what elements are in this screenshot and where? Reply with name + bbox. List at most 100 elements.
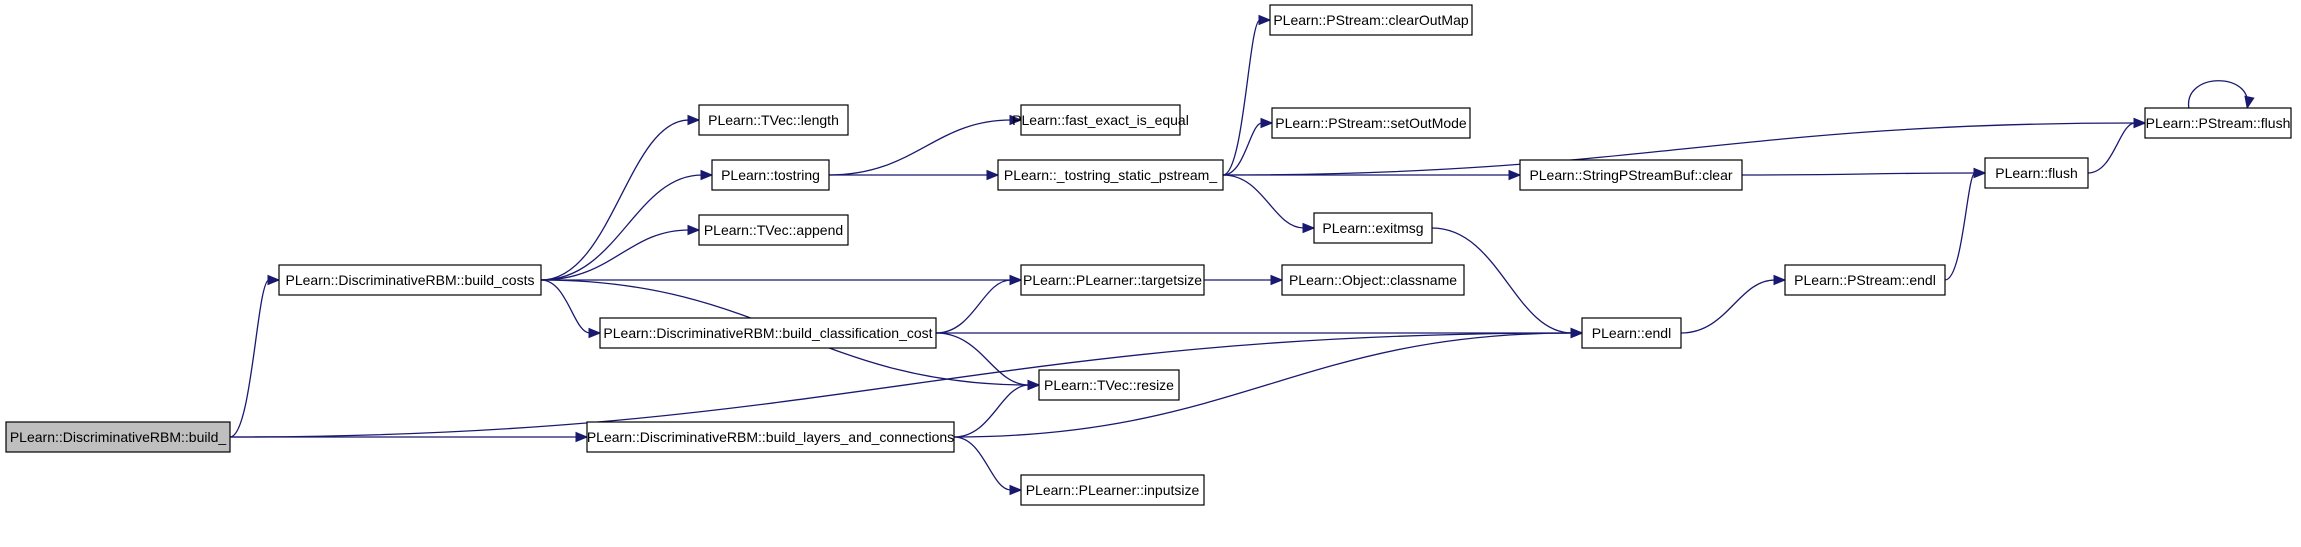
graph-node-fast-exact[interactable]: PLearn::fast_exact_is_equal	[1012, 104, 1189, 136]
node-box	[2144, 107, 2292, 139]
node-label: PLearn::PStream::endl	[1794, 272, 1936, 288]
graph-node-tostring-static[interactable]: PLearn::_tostring_static_pstream_	[997, 159, 1224, 191]
arrowhead-icon	[267, 274, 281, 286]
node-label: PLearn::flush	[1995, 165, 2078, 181]
graph-node-resize[interactable]: PLearn::TVec::resize	[1038, 369, 1180, 401]
graph-node-build-[interactable]: PLearn::DiscriminativeRBM::build_	[5, 421, 231, 453]
node-box	[1313, 212, 1433, 244]
node-box	[5, 421, 231, 453]
node-label: PLearn::tostring	[721, 167, 820, 183]
call-edge-build_costs-to-targetsize	[541, 274, 1023, 286]
arrowhead-icon	[700, 169, 714, 181]
node-label: PLearn::PStream::clearOutMap	[1273, 12, 1469, 28]
edge-line	[2188, 80, 2248, 109]
arrowhead-icon	[1009, 114, 1023, 126]
arrowhead-icon	[575, 431, 589, 443]
edge-line	[540, 174, 703, 281]
arrowhead-icon	[1508, 169, 1522, 181]
edge-line	[828, 119, 1012, 176]
graph-node-ps-endl[interactable]: PLearn::PStream::endl	[1784, 264, 1946, 296]
graph-node-tvec-length[interactable]: PLearn::TVec::length	[698, 104, 849, 136]
call-edge-build_costs-to-tostring	[540, 169, 714, 281]
node-label: PLearn::DiscriminativeRBM::build_	[10, 429, 227, 445]
node-label: PLearn::TVec::resize	[1044, 377, 1174, 393]
node-label: PLearn::_tostring_static_pstream_	[1004, 167, 1217, 183]
node-label: PLearn::exitmsg	[1322, 220, 1423, 236]
arrowhead-icon	[986, 169, 1000, 181]
graph-node-clearOutMap[interactable]: PLearn::PStream::clearOutMap	[1269, 4, 1473, 36]
graph-node-endl[interactable]: PLearn::endl	[1581, 317, 1682, 349]
node-box	[698, 104, 849, 136]
arrowhead-icon	[1773, 274, 1787, 286]
graph-node-build-class-cost[interactable]: PLearn::DiscriminativeRBM::build_classif…	[599, 317, 937, 349]
edge-line	[540, 279, 591, 334]
edge-line	[953, 436, 1012, 491]
node-label: PLearn::TVec::length	[708, 112, 839, 128]
graph-node-setOutMode[interactable]: PLearn::PStream::setOutMode	[1271, 107, 1471, 139]
edge-line	[953, 332, 1573, 438]
node-box	[1519, 159, 1743, 191]
node-label: PLearn::endl	[1592, 325, 1671, 341]
call-edges	[229, 14, 2255, 496]
edge-line	[1222, 19, 1261, 176]
call-nodes: PLearn::DiscriminativeRBM::build_PLearn:…	[5, 4, 2292, 506]
arrowhead-icon	[1260, 117, 1274, 129]
call-edge-ps_flush-to-ps_flush	[2188, 80, 2255, 110]
arrowhead-icon	[1302, 222, 1316, 234]
edge-line	[953, 384, 1030, 438]
node-label: PLearn::DiscriminativeRBM::build_costs	[286, 272, 535, 288]
node-box	[997, 159, 1224, 191]
arrowhead-icon	[1270, 274, 1284, 286]
call-edge-build_layers-to-inputsize	[953, 436, 1023, 496]
arrowhead-icon	[1027, 379, 1041, 391]
arrowhead-icon	[2133, 117, 2147, 129]
call-edge-tostring-to-tostring_static	[829, 169, 1000, 181]
graph-node-build-layers[interactable]: PLearn::DiscriminativeRBM::build_layers_…	[586, 421, 955, 453]
graph-node-tvec-append[interactable]: PLearn::TVec::append	[698, 214, 849, 246]
edge-line	[540, 229, 690, 281]
graph-node-flush[interactable]: PLearn::flush	[1984, 157, 2089, 189]
graph-node-build-costs[interactable]: PLearn::DiscriminativeRBM::build_costs	[278, 264, 542, 296]
node-label: PLearn::DiscriminativeRBM::build_layers_…	[587, 429, 954, 445]
edge-line	[1222, 122, 2136, 176]
node-box	[599, 317, 937, 349]
node-box	[1581, 317, 1682, 349]
node-label: PLearn::Object::classname	[1289, 272, 1457, 288]
arrowhead-icon	[687, 114, 701, 126]
edge-line	[935, 279, 1012, 334]
node-label: PLearn::PLearner::targetsize	[1023, 272, 1202, 288]
call-edge-flush-to-ps_flush	[2087, 117, 2147, 174]
arrowhead-icon	[1258, 14, 1272, 26]
graph-node-inputsize[interactable]: PLearn::PLearner::inputsize	[1020, 474, 1205, 506]
node-box	[711, 159, 830, 191]
call-edge-build_class_cost-to-endl	[936, 327, 1584, 339]
arrowhead-icon	[687, 224, 701, 236]
node-box	[1020, 264, 1205, 296]
graph-node-classname[interactable]: PLearn::Object::classname	[1281, 264, 1465, 296]
call-edge-build_costs-to-tvec_append	[540, 224, 701, 281]
edge-line	[1431, 227, 1573, 334]
call-edge-tostring-to-fast_exact	[828, 114, 1023, 176]
graph-node-targetsize[interactable]: PLearn::PLearner::targetsize	[1020, 264, 1205, 296]
node-box	[1038, 369, 1180, 401]
edge-line	[1222, 122, 1263, 176]
node-box	[586, 421, 955, 453]
call-edge-sps_clear-to-flush	[1741, 167, 1987, 179]
node-box	[278, 264, 542, 296]
graph-node-exitmsg[interactable]: PLearn::exitmsg	[1313, 212, 1433, 244]
node-box	[1020, 104, 1181, 136]
node-box	[1020, 474, 1205, 506]
call-edge-targetsize-to-classname	[1204, 274, 1284, 286]
edge-line	[1222, 174, 1305, 229]
call-edge-build_-to-build_costs	[229, 274, 281, 438]
arrowhead-icon	[588, 327, 602, 339]
node-label: PLearn::StringPStreamBuf::clear	[1529, 167, 1732, 183]
node-box	[1271, 107, 1471, 139]
graph-node-sps-clear[interactable]: PLearn::StringPStreamBuf::clear	[1519, 159, 1743, 191]
edge-line	[1680, 279, 1776, 334]
graph-node-ps-flush[interactable]: PLearn::PStream::flush	[2144, 107, 2292, 139]
call-edge-exitmsg-to-endl	[1431, 227, 1584, 339]
node-label: PLearn::fast_exact_is_equal	[1012, 112, 1189, 128]
graph-node-tostring[interactable]: PLearn::tostring	[711, 159, 830, 191]
